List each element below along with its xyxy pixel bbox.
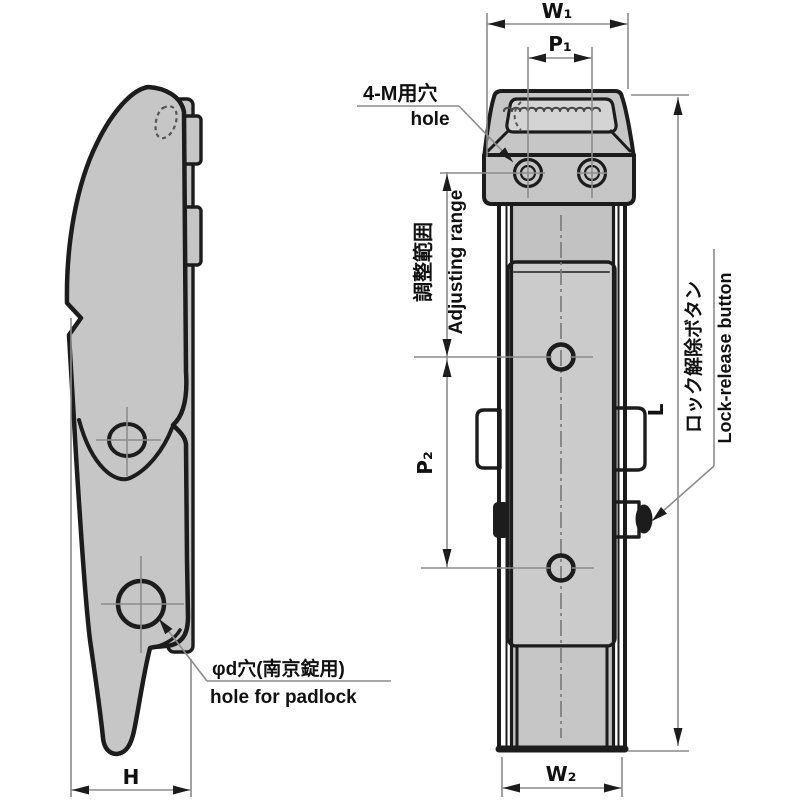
mounting-holes-label-en: hole	[410, 109, 449, 130]
lock-release-label-en: Lock-release button	[715, 272, 735, 443]
callout-mounting-holes: 4-M用穴 hole	[357, 81, 514, 163]
mounting-holes-label-jp: 4-M用穴	[363, 81, 437, 105]
padlock-hole-label-jp: φd穴(南京錠用)	[212, 657, 345, 680]
dim-p2-label: P₂	[413, 451, 437, 474]
front-head-hidden-edge	[513, 101, 522, 131]
dim-w2-label: W₂	[546, 762, 577, 786]
front-ear-right	[610, 406, 647, 472]
padlock-hole-label-en: hole for padlock	[210, 687, 357, 708]
front-mounting-plate	[482, 153, 636, 206]
front-view	[475, 89, 653, 753]
dim-l: L	[628, 94, 689, 752]
callout-padlock-hole: φd穴(南京錠用) hole for padlock	[159, 619, 391, 708]
front-rail-lines	[495, 202, 629, 753]
dim-h: H	[70, 318, 192, 797]
side-hole-crosshairs	[96, 407, 184, 653]
dim-w2: W₂	[501, 757, 623, 797]
front-head-window	[505, 97, 618, 134]
dim-p1-label: P₁	[548, 32, 571, 56]
side-view: H φd穴(南京錠用) hole for padlock	[64, 84, 391, 797]
front-head-edge-right	[609, 129, 632, 153]
dim-l-label: L	[644, 403, 668, 416]
side-lever-inner-edge	[77, 418, 174, 482]
lock-release-button-cap	[635, 504, 653, 534]
dim-adjusting-range: 調整範囲 Adjusting range	[411, 172, 607, 358]
dim-p2: P₂	[413, 358, 594, 569]
adjusting-range-label-jp: 調整範囲	[411, 222, 435, 302]
side-hidden-hole-dashed	[154, 105, 178, 140]
dim-w1-label: W₁	[542, 0, 573, 23]
lock-release-label-jp: ロック解除ボタン	[682, 281, 705, 433]
side-lower-edge	[148, 628, 182, 650]
adjusting-range-label-en: Adjusting range	[446, 190, 467, 335]
front-spring-coil	[502, 106, 602, 113]
front-lower-slide	[515, 644, 609, 751]
front-head-edge-left	[486, 129, 510, 153]
callout-lock-release: ロック解除ボタン Lock-release button	[652, 249, 735, 521]
dim-w1: W₁	[486, 0, 629, 157]
front-ear-left	[475, 408, 502, 470]
dim-h-label: H	[123, 765, 140, 789]
